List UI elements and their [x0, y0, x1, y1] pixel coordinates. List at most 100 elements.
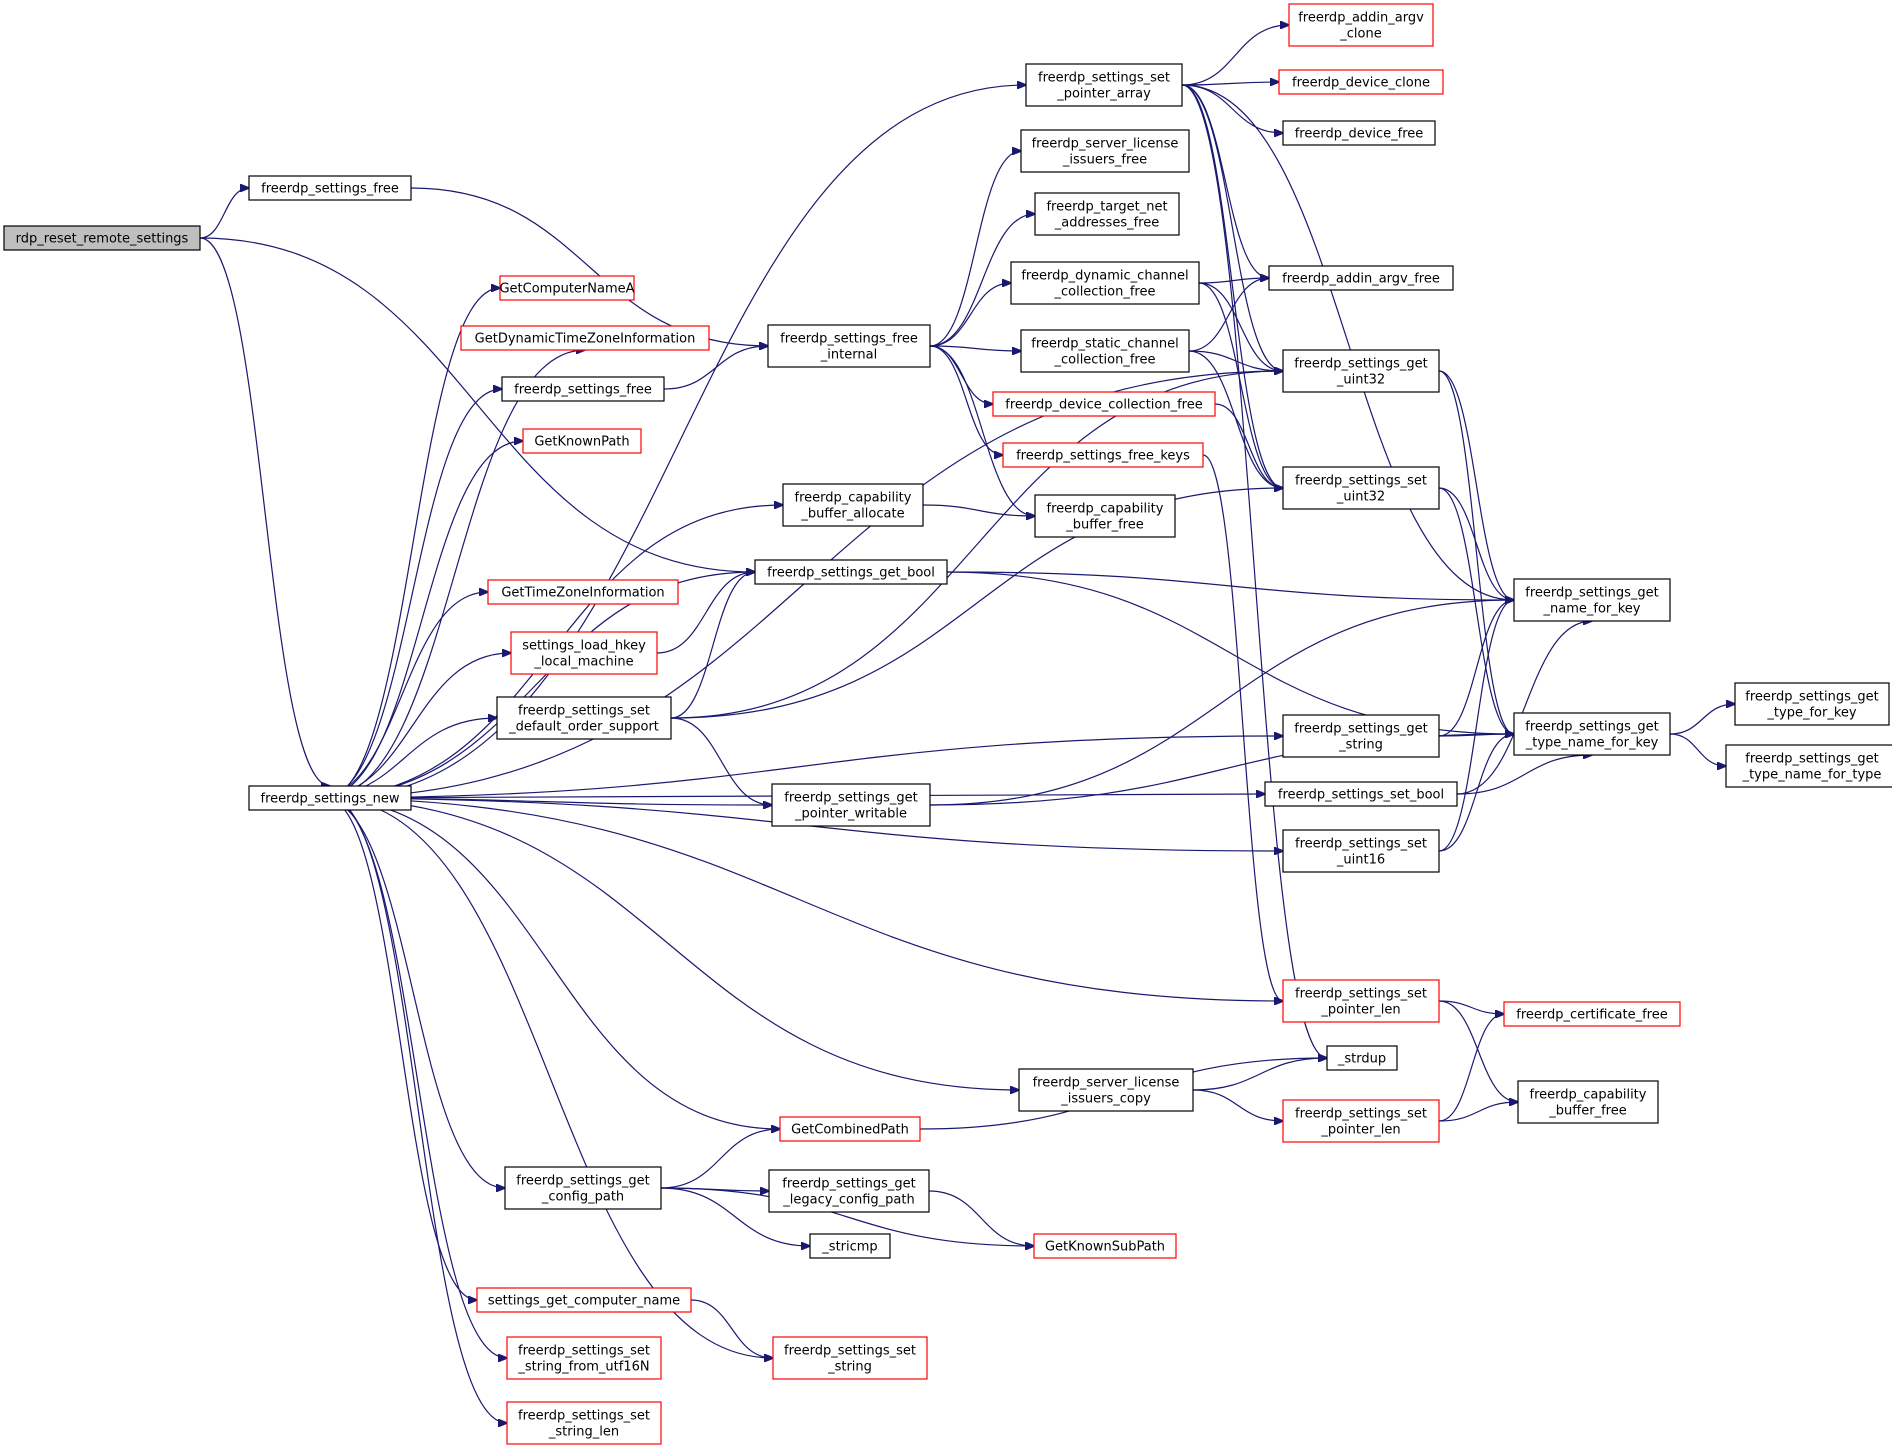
node-compname2[interactable]: settings_get_computer_name: [476, 1287, 692, 1313]
node-setptrarr[interactable]: freerdp_settings_set_pointer_array: [1025, 63, 1183, 107]
node-tzinfo[interactable]: GetTimeZoneInformation: [487, 579, 679, 605]
node-box: [992, 391, 1216, 417]
edge-setptrarr-to-devclone: [1181, 82, 1279, 85]
node-stricmp[interactable]: _stricmp: [809, 1233, 891, 1259]
node-compname[interactable]: GetComputerNameA: [499, 275, 635, 301]
node-srvliccopy[interactable]: freerdp_server_license_issuers_copy: [1018, 1068, 1194, 1112]
node-setu16[interactable]: freerdp_settings_set_uint16: [1282, 829, 1440, 873]
node-box: [768, 1169, 930, 1213]
edge-setptrarr-to-addinclone: [1181, 25, 1289, 86]
node-box: [496, 696, 672, 740]
edge-snew-to-setptrarr: [333, 85, 1026, 799]
node-label: _pointer_writable: [794, 807, 907, 822]
node-getbool[interactable]: freerdp_settings_get_bool: [754, 559, 948, 585]
node-getstring[interactable]: freerdp_settings_get_string: [1282, 714, 1440, 758]
node-statcoll[interactable]: freerdp_static_channel_collection_free: [1020, 329, 1190, 373]
node-dyncoll[interactable]: freerdp_dynamic_channel_collection_free: [1010, 261, 1200, 305]
node-box: [1025, 63, 1183, 107]
node-label: _string_len: [548, 1425, 619, 1440]
node-combpath[interactable]: GetCombinedPath: [779, 1116, 921, 1142]
node-setstrutf[interactable]: freerdp_settings_set_string_from_utf16N: [506, 1336, 662, 1380]
edge-srvliccopy-to-strdup: [1192, 1058, 1327, 1091]
node-namekey[interactable]: freerdp_settings_get_name_for_key: [1513, 578, 1671, 622]
node-label: freerdp_settings_get: [1294, 722, 1427, 737]
node-box: [504, 1166, 662, 1210]
node-box: [1282, 120, 1436, 146]
node-devclone[interactable]: freerdp_device_clone: [1278, 69, 1444, 95]
node-label: GetComputerNameA: [499, 282, 634, 297]
node-sfree[interactable]: freerdp_settings_free: [248, 175, 412, 201]
node-addinfree[interactable]: freerdp_addin_argv_free: [1268, 265, 1454, 291]
node-label: freerdp_settings_set: [518, 1344, 650, 1359]
node-strdup[interactable]: _strdup: [1326, 1045, 1398, 1071]
node-box: [1278, 69, 1444, 95]
node-setu32[interactable]: freerdp_settings_set_uint32: [1282, 466, 1440, 510]
node-typeforkey[interactable]: freerdp_settings_get_type_for_key: [1734, 682, 1890, 726]
node-label: _stricmp: [821, 1240, 877, 1255]
node-label: settings_load_hkey: [522, 639, 646, 654]
node-devfree[interactable]: freerdp_device_free: [1282, 120, 1436, 146]
node-label: freerdp_settings_get: [784, 791, 917, 806]
edge-getstring-to-namekey: [1438, 600, 1514, 737]
edge-setptrlen2-to-certfree: [1438, 1014, 1504, 1122]
edge-typenamekey-to-typeforkey: [1669, 704, 1735, 735]
node-knownpath[interactable]: GetKnownPath: [522, 428, 642, 454]
node-setptrlen2[interactable]: freerdp_settings_set_pointer_len: [1282, 1099, 1440, 1143]
node-cfgpath[interactable]: freerdp_settings_get_config_path: [504, 1166, 662, 1210]
node-setptrlen[interactable]: freerdp_settings_set_pointer_len: [1282, 979, 1440, 1023]
edge-defaultord-to-ptrwrite: [670, 717, 772, 805]
node-srvlicfree[interactable]: freerdp_server_license_issuers_free: [1020, 129, 1190, 173]
node-box: [772, 1336, 928, 1380]
node-label: freerdp_settings_free_keys: [1016, 449, 1190, 464]
node-ptrwrite[interactable]: freerdp_settings_get_pointer_writable: [771, 783, 931, 827]
edge-snew-to-combpath: [320, 797, 780, 1129]
node-box: [1288, 3, 1434, 47]
edge-dyncoll-to-setu32: [1198, 282, 1283, 488]
node-box: [1282, 714, 1440, 758]
node-targetnet[interactable]: freerdp_target_net_addresses_free: [1034, 192, 1180, 236]
node-label: _buffer_allocate: [800, 507, 904, 522]
edge-defaultord-to-getu32: [670, 371, 1283, 719]
node-typenametype[interactable]: freerdp_settings_get_type_name_for_type: [1725, 744, 1892, 788]
node-label: _legacy_config_path: [782, 1193, 915, 1208]
node-capfree[interactable]: freerdp_capability_buffer_free: [1034, 494, 1176, 538]
node-label: freerdp_addin_argv_free: [1282, 272, 1440, 287]
node-setstrlen[interactable]: freerdp_settings_set_string_len: [506, 1401, 662, 1445]
edge-snew-to-srvliccopy: [318, 797, 1019, 1090]
node-typenamekey[interactable]: freerdp_settings_get_type_name_for_key: [1513, 712, 1671, 756]
node-capalloc[interactable]: freerdp_capability_buffer_allocate: [782, 483, 924, 527]
node-addinclone[interactable]: freerdp_addin_argv_clone: [1288, 3, 1434, 47]
edge-compname2-to-setstring: [690, 1299, 773, 1358]
node-snew[interactable]: freerdp_settings_new: [248, 785, 412, 811]
edge-sfree2-to-freeint: [663, 346, 768, 390]
node-capfree2[interactable]: freerdp_capability_buffer_free: [1517, 1080, 1659, 1124]
node-setbool[interactable]: freerdp_settings_set_bool: [1264, 781, 1458, 807]
node-dyntz[interactable]: GetDynamicTimeZoneInformation: [460, 325, 710, 351]
edge-capalloc-to-capfree: [922, 504, 1035, 516]
node-label: freerdp_static_channel: [1031, 337, 1178, 352]
edge-snew-to-setstrlen: [329, 797, 507, 1423]
node-devcoll[interactable]: freerdp_device_collection_free: [992, 391, 1216, 417]
node-sfree2[interactable]: freerdp_settings_free: [501, 376, 665, 402]
node-getu32[interactable]: freerdp_settings_get_uint32: [1282, 349, 1440, 393]
edge-statcoll-to-addinfree: [1188, 278, 1269, 352]
node-box: [1002, 442, 1204, 468]
node-label: freerdp_settings_get: [1294, 357, 1427, 372]
node-defaultord[interactable]: freerdp_settings_set_default_order_suppo…: [496, 696, 672, 740]
node-label: freerdp_settings_new: [261, 792, 400, 807]
node-freeint[interactable]: freerdp_settings_free_internal: [767, 324, 931, 368]
edge-snew-to-hkey: [314, 653, 511, 799]
node-certfree[interactable]: freerdp_certificate_free: [1503, 1001, 1681, 1027]
node-knownsub[interactable]: GetKnownSubPath: [1033, 1233, 1177, 1259]
node-label: freerdp_server_license: [1033, 1076, 1180, 1091]
edge-root-to-getbool: [199, 237, 755, 572]
node-hkey[interactable]: settings_load_hkey_local_machine: [510, 631, 658, 675]
node-legacycfg[interactable]: freerdp_settings_get_legacy_config_path: [768, 1169, 930, 1213]
node-freekeys[interactable]: freerdp_settings_free_keys: [1002, 442, 1204, 468]
node-box: [3, 225, 201, 251]
node-label: _internal: [820, 348, 877, 363]
node-root[interactable]: rdp_reset_remote_settings: [3, 225, 201, 251]
node-label: _uint16: [1336, 853, 1385, 868]
node-setstring[interactable]: freerdp_settings_set_string: [772, 1336, 928, 1380]
node-label: freerdp_settings_set: [1295, 1107, 1427, 1122]
